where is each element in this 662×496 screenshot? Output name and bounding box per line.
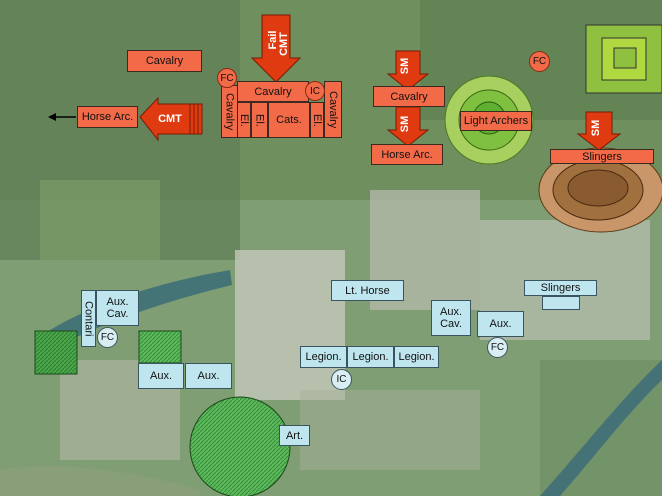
blue-contari: Contari [81,290,96,347]
sm-arrow-1: SM [386,50,430,91]
svg-text:CMT: CMT [278,32,290,56]
blue-fc-marker-right: FC [487,337,508,358]
fail-cmt-text: Fail [267,31,279,50]
woods-circle [189,396,291,496]
blue-aux-cavalry-right: Aux. Cav. [431,300,471,336]
svg-text:SM: SM [590,120,602,137]
red-cavalry-vertical-right: Cavalry [324,81,342,138]
red-horse-archers-left: Horse Arc. [77,106,138,128]
red-ic-marker: IC [305,81,325,101]
red-light-archers: Light Archers [460,111,532,131]
blue-slingers: Slingers [524,280,597,296]
svg-text:SM: SM [399,58,411,75]
red-fc-marker-right: FC [529,51,550,72]
blue-aux-cavalry-left: Aux. Cav. [96,290,139,326]
red-elephant-1: El. [237,102,251,138]
svg-text:CMT: CMT [158,113,182,125]
hill-square-top-right [585,24,662,94]
red-cavalry-vertical-left: Cavalry [221,85,238,138]
red-cavalry-sm: Cavalry [373,86,445,107]
blue-ic-marker: IC [331,369,352,390]
sm-arrow-3: SM [576,111,622,151]
blue-auxiliary-1: Aux. [138,363,184,389]
red-fc-marker-left: FC [217,68,237,88]
blue-legion-2: Legion. [347,346,394,368]
blue-auxiliary-2: Aux. [185,363,232,389]
sm-arrow-2: SM [386,106,430,147]
blue-legion-1: Legion. [300,346,347,368]
red-cavalry-top: Cavalry [127,50,202,72]
black-arrow-left [48,113,76,121]
red-slingers: Slingers [550,149,654,164]
blue-legion-3: Legion. [394,346,439,368]
hill-brown [538,147,662,233]
blue-light-horse: Lt. Horse [331,280,404,301]
red-elephant-2: El. [251,102,268,138]
blue-fc-marker-left: FC [97,327,118,348]
red-elephant-3: El. [310,102,324,138]
blue-slingers-second-rank [542,296,580,310]
blue-auxiliary-right: Aux. [477,311,524,337]
red-catapults: Cats. [268,102,310,138]
red-cavalry-center: Cavalry [237,81,309,102]
blue-artillery: Art. [279,425,310,446]
woods-center [138,330,182,364]
fail-cmt-arrow: Fail CMT [250,14,302,83]
woods-left [34,330,78,375]
svg-text:SM: SM [399,116,411,133]
red-horse-archers-sm: Horse Arc. [371,144,443,165]
cmt-arrow: CMT [139,96,203,142]
